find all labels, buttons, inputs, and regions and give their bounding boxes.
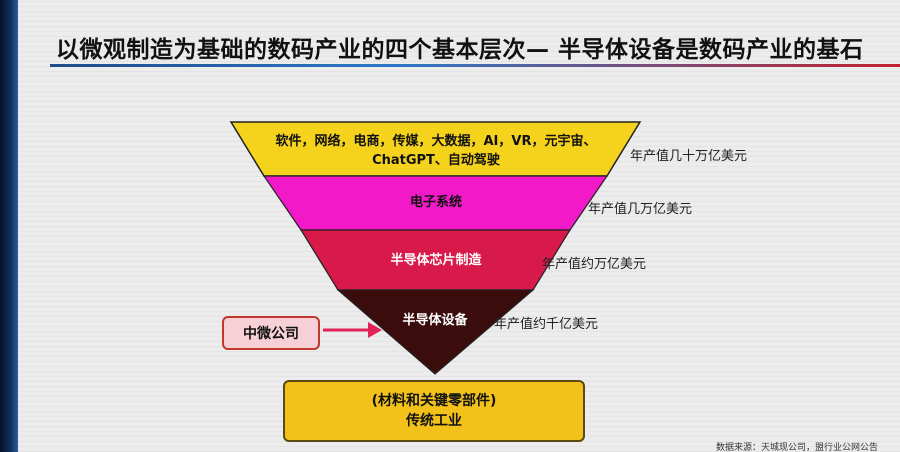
company-box: 中微公司: [222, 316, 320, 350]
layer-chip-value: 年产值约万亿美元: [542, 257, 647, 272]
title-underline: [50, 64, 900, 67]
layer-electronic-value: 年产值几万亿美元: [588, 202, 693, 217]
layer-equipment-label: 半导体设备: [402, 313, 468, 328]
screen-edge: [0, 0, 18, 452]
arrow-head: [368, 322, 382, 338]
slide: 以微观制造为基础的数码产业的四个基本层次— 半导体设备是数码产业的基石 软件，网…: [18, 0, 900, 452]
traditional-industry-box: (材料和关键零部件) 传统工业: [283, 380, 585, 442]
data-source-note: 数据来源：天城现公司，盟行业公网公告: [716, 443, 879, 452]
slide-title: 以微观制造为基础的数码产业的四个基本层次— 半导体设备是数码产业的基石: [56, 37, 864, 63]
layer-software-value: 年产值几十万亿美元: [630, 149, 748, 164]
layer-semiconductor-equipment: [336, 289, 535, 375]
base-line2: 传统工业: [406, 413, 462, 429]
layer-software-line1: 软件，网络，电商，传媒，大数据，AI，VR，元宇宙、: [275, 134, 597, 149]
layer-chip-label: 半导体芯片制造: [390, 253, 482, 268]
layer-electronic-label: 电子系统: [409, 195, 462, 210]
layer-software-label: 软件，网络，电商，传媒，大数据，AI，VR，元宇宙、 ChatGPT、自动驾驶: [243, 132, 629, 170]
base-line1: (材料和关键零部件): [371, 393, 497, 409]
layer-equipment-value: 年产值约千亿美元: [494, 317, 599, 332]
layer-software-line2: ChatGPT、自动驾驶: [372, 153, 500, 168]
inverted-pyramid: [229, 121, 642, 375]
